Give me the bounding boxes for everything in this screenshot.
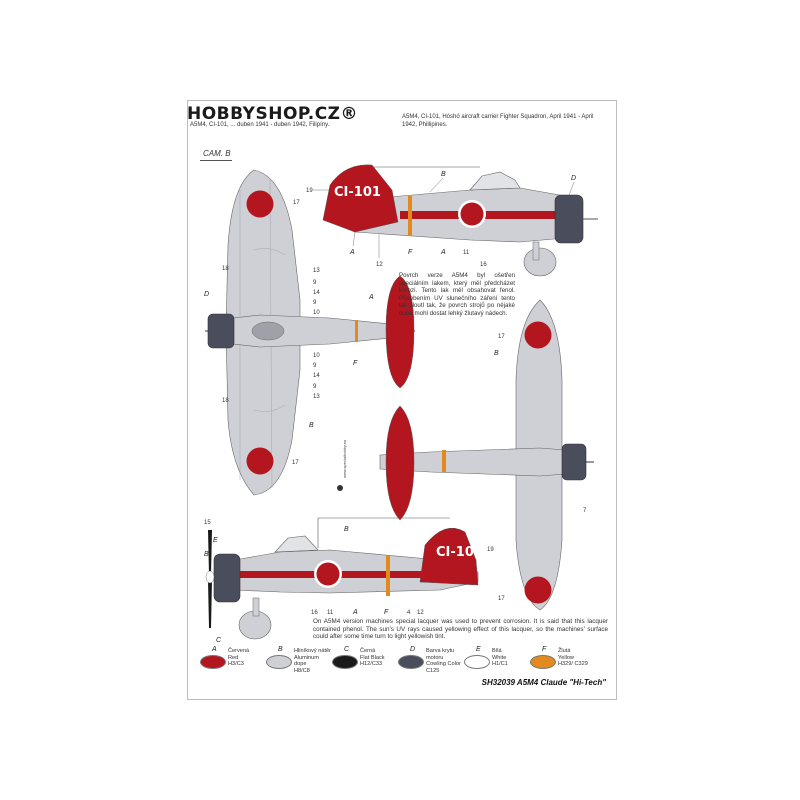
legend-swatch-aluminium — [266, 655, 292, 669]
svg-text:A: A — [368, 294, 374, 301]
registration-top: CI-101 — [334, 185, 381, 200]
svg-text:13: 13 — [313, 394, 320, 400]
svg-text:11: 11 — [463, 250, 470, 256]
svg-text:17: 17 — [498, 334, 505, 340]
caption-english: A5M4, CI-101, Hóshó aircraft carrier Fig… — [402, 114, 594, 128]
svg-text:19: 19 — [306, 188, 313, 194]
svg-text:A: A — [349, 249, 355, 256]
svg-text:9: 9 — [313, 280, 317, 286]
side-view-top: CI-101 19 B D A 12 F A 11 16 — [306, 164, 598, 277]
legend-swatch-red — [200, 655, 226, 669]
note-czech: Povrch verze A5M4 byl ošetřen speciálním… — [399, 272, 515, 317]
svg-text:19: 19 — [487, 547, 494, 553]
svg-text:16: 16 — [311, 610, 318, 616]
legend-swatch-cowling — [398, 655, 424, 669]
svg-text:10: 10 — [313, 310, 320, 316]
svg-text:9: 9 — [313, 363, 317, 369]
svg-text:14: 14 — [313, 373, 320, 379]
svg-text:B: B — [344, 526, 349, 533]
svg-text:C: C — [216, 637, 222, 644]
svg-text:18: 18 — [222, 266, 229, 272]
caption-czech: A5M4, CI-101, ... duben 1941 - duben 194… — [190, 122, 330, 128]
svg-text:12: 12 — [417, 610, 424, 616]
svg-text:12: 12 — [376, 262, 383, 268]
svg-text:D: D — [204, 291, 209, 298]
svg-text:17: 17 — [293, 200, 300, 206]
svg-text:7: 7 — [583, 508, 587, 514]
svg-text:15: 15 — [204, 520, 211, 526]
svg-text:B: B — [309, 422, 314, 429]
svg-text:9: 9 — [313, 384, 317, 390]
svg-text:18: 18 — [222, 398, 229, 404]
legend-swatch-black — [332, 655, 358, 669]
plan-view-top: 17 18 13 9 14 9 10 D 10 9 14 9 13 18 B 1… — [204, 169, 416, 496]
camo-underline — [200, 160, 232, 161]
registration-bottom: CI-101 — [436, 545, 483, 560]
svg-text:D: D — [571, 175, 576, 182]
svg-text:F: F — [408, 249, 413, 256]
legend-swatch-white — [464, 655, 490, 669]
side-view-bottom: CI-101 15 E B C B 19 16 11 A F 4 12 — [204, 517, 494, 644]
svg-text:17: 17 — [292, 460, 299, 466]
svg-text:E: E — [213, 537, 218, 544]
svg-text:A: A — [352, 609, 358, 616]
svg-text:B: B — [204, 551, 209, 558]
plan-view-bottom: B 17 7 17 — [379, 299, 594, 611]
camo-label: CAM. B — [203, 149, 231, 158]
svg-text:13: 13 — [313, 268, 320, 274]
svg-text:17: 17 — [498, 596, 505, 602]
svg-text:F: F — [384, 609, 389, 616]
svg-text:9: 9 — [313, 300, 317, 306]
svg-text:4: 4 — [407, 610, 411, 616]
product-footer: SH32039 A5M4 Claude "Hi-Tech" — [481, 678, 606, 687]
svg-text:11: 11 — [327, 610, 334, 616]
vertical-text: www.specialhobby.eu — [342, 440, 347, 478]
svg-text:16: 16 — [480, 262, 487, 268]
svg-text:A: A — [440, 249, 446, 256]
svg-text:10: 10 — [313, 353, 320, 359]
legend-swatch-yellow — [530, 655, 556, 669]
svg-text:B: B — [441, 171, 446, 178]
svg-text:B: B — [494, 350, 499, 357]
svg-text:14: 14 — [313, 290, 320, 296]
watermark: HOBBYSHOP.CZ® — [187, 104, 358, 124]
svg-text:F: F — [353, 360, 358, 367]
note-english: On A5M4 version machines special lacquer… — [313, 618, 608, 641]
